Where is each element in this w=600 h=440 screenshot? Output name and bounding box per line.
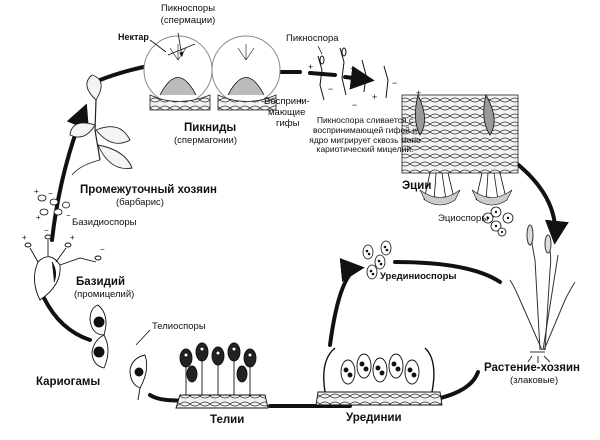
basidiospores-illustration [37, 194, 70, 216]
svg-text:−: − [352, 100, 357, 110]
receptive-hyphae-illustration [317, 47, 389, 101]
karyogamy-illustration [89, 304, 148, 401]
svg-text:+: + [34, 187, 39, 196]
pycnidia-title: Пикниды [184, 122, 237, 134]
basidium-title: Базидий [76, 276, 126, 288]
aecia-title: Эции [402, 180, 432, 192]
intermediate-host-subtitle: (барбарис) [116, 197, 164, 208]
arrow-intermediate-up [50, 103, 89, 242]
svg-text:+: + [298, 96, 303, 106]
host-plant-title: Растение-хозяин [484, 362, 581, 374]
basidiospores-label: Базидиоспоры [72, 217, 137, 228]
nectar-label: Нектар [118, 32, 149, 42]
aeciospores-label: Эциоспоры [438, 213, 489, 224]
receptive-hyphae-label-3: гифы [276, 118, 300, 129]
pycniospores-title: Пикноспоры [160, 3, 216, 14]
intermediate-host-title: Промежуточный хозяин [80, 184, 217, 196]
arrow-host-to-intermediate [98, 64, 150, 82]
svg-text:+: + [22, 233, 27, 242]
svg-text:+: + [416, 88, 421, 98]
svg-text:+: + [36, 213, 41, 222]
uredinia-illustration [315, 347, 443, 406]
telia-title: Телии [210, 414, 245, 426]
arrow-basidium-to-karyogamy [42, 296, 92, 342]
svg-text:−: − [392, 78, 397, 88]
urediniospores-illustration [362, 240, 392, 280]
uredinia-title: Урединии [346, 412, 402, 424]
telia-illustration [175, 342, 269, 409]
pycniospores-subtitle: (спермации) [160, 15, 216, 26]
receptive-hyphae-label-2: мающие [268, 107, 306, 118]
mating-signs: + − + + − − + + [298, 62, 421, 110]
fusion-note: Пикноспора сливается с воспринимающей ги… [309, 115, 421, 155]
arrow-uredinia-loop [328, 258, 365, 347]
svg-text:−: − [66, 211, 71, 220]
pycniospore-label: Пикноспора [286, 33, 339, 44]
grass-host-illustration [509, 224, 576, 363]
teliospores-label: Телиоспоры [152, 321, 206, 332]
svg-text:−: − [48, 189, 53, 198]
barberry-illustration [69, 74, 133, 176]
arrow-urediniospore-return [393, 260, 502, 284]
svg-text:−: − [100, 245, 105, 254]
basidium-subtitle: (промицелий) [74, 289, 135, 300]
basidiospore-signs: +−+− [34, 187, 71, 222]
svg-text:−: − [44, 226, 49, 235]
svg-text:+: + [350, 64, 355, 74]
karyogamy-title: Кариогамы [36, 376, 101, 388]
pycnidia-subtitle: (спермагонии) [174, 135, 238, 146]
svg-text:−: − [328, 84, 333, 94]
aecia-illustration [401, 93, 519, 206]
basidium-signs: + − + − [22, 226, 105, 254]
label-leader-lines [135, 39, 323, 346]
svg-text:+: + [308, 62, 313, 72]
svg-text:+: + [372, 92, 377, 102]
pycnidia-illustration [143, 32, 281, 111]
basidium-illustration [24, 234, 102, 301]
svg-text:+: + [70, 233, 75, 242]
urediniospores-label: Урединиоспоры [380, 271, 457, 282]
receptive-hyphae-label-1: Восприни- [264, 96, 310, 107]
host-plant-subtitle: (злаковые) [510, 375, 559, 386]
